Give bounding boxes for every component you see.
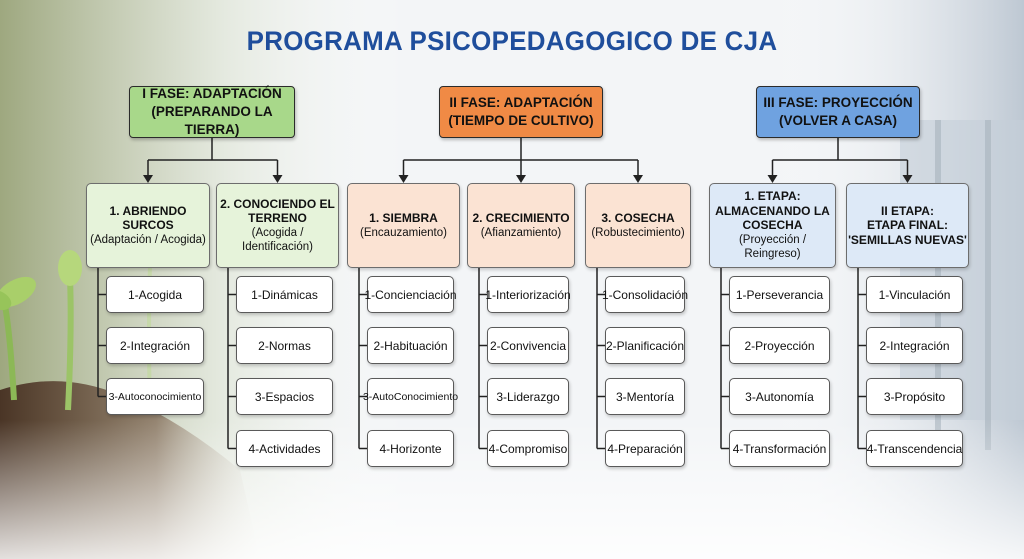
arrowhead-icon	[516, 175, 526, 183]
item-box: 2-Planificación	[605, 327, 685, 364]
item-box: 2-Integración	[106, 327, 204, 364]
stage-subtitle: (Acogida / Identificación)	[242, 226, 313, 254]
phase-subtitle: (PREPARANDO LA TIERRA)	[151, 104, 273, 137]
phase-title: I FASE: ADAPTACIÓN	[142, 86, 282, 101]
stage-name: 1. ETAPA:	[744, 189, 801, 204]
phase-box-3: III FASE: PROYECCIÓN (VOLVER A CASA)	[756, 86, 920, 138]
stage-name: II ETAPA:	[881, 203, 934, 218]
stage-name: 1. SIEMBRA	[369, 211, 438, 225]
item-box: 3-Propósito	[866, 378, 963, 415]
stage-name: 3. COSECHA	[601, 211, 675, 225]
item-box: 4-Transformación	[729, 430, 830, 467]
item-box: 3-Liderazgo	[487, 378, 569, 415]
item-box: 1-Vinculación	[866, 276, 963, 313]
arrowhead-icon	[767, 175, 778, 183]
item-box: 2-Proyección	[729, 327, 830, 364]
stage-name: 2. CONOCIENDO EL	[220, 196, 335, 211]
item-box: 4-Transcendencia	[866, 430, 963, 467]
stage-name: 2. CRECIMIENTO	[472, 211, 570, 225]
page-title: PROGRAMA PSICOPEDAGOGICO DE CJA	[246, 26, 778, 56]
item-box: 1-Interiorización	[485, 276, 571, 313]
item-box: 2-Convivencia	[487, 327, 569, 364]
phase-subtitle: (TIEMPO DE CULTIVO)	[448, 113, 594, 128]
item-box: 1-Perseverancia	[729, 276, 830, 313]
stage-subtitle: (Afianzamiento)	[480, 226, 562, 239]
stage-box: 2. CRECIMIENTO(Afianzamiento)	[467, 183, 575, 268]
stage-subtitle: (Adaptación / Acogida)	[90, 233, 206, 246]
arrowhead-icon	[398, 175, 409, 183]
stage-name: TERRENO	[248, 211, 307, 225]
stage-subtitle: (Robustecimiento)	[591, 226, 685, 239]
stage-box: 1. SIEMBRA(Encauzamiento)	[347, 183, 460, 268]
stage-box: 3. COSECHA(Robustecimiento)	[585, 183, 691, 268]
item-box: 3-Espacios	[236, 378, 333, 415]
item-box: 3-AutoConocimiento	[363, 378, 458, 415]
item-box: 3-Mentoría	[605, 378, 685, 415]
phase-title: III FASE: PROYECCIÓN	[763, 95, 913, 110]
item-box: 1-Concienciación	[364, 276, 457, 313]
phase-box-1: I FASE: ADAPTACIÓN (PREPARANDO LA TIERRA)	[129, 86, 295, 138]
arrowhead-icon	[902, 175, 913, 183]
stage-subtitle: (Encauzamiento)	[360, 226, 447, 239]
stage-name: ALMACENANDO LA	[715, 203, 830, 218]
item-box: 3-Autoconocimiento	[106, 378, 204, 415]
item-box: 3-Autonomía	[729, 378, 830, 415]
item-box: 4-Compromiso	[487, 430, 569, 467]
item-box: 4-Horizonte	[367, 430, 454, 467]
item-box: 1-Acogida	[106, 276, 204, 313]
phase-subtitle: (VOLVER A CASA)	[779, 113, 897, 128]
stage-name: 1. ABRIENDO SURCOS	[109, 203, 187, 233]
arrowhead-icon	[272, 175, 283, 183]
arrowhead-icon	[633, 175, 643, 183]
item-box: 4-Actividades	[236, 430, 333, 467]
stage-name: 'SEMILLAS NUEVAS'	[848, 232, 967, 247]
item-box: 1-Dinámicas	[236, 276, 333, 313]
stage-box: 1. ABRIENDO SURCOS(Adaptación / Acogida)	[86, 183, 210, 268]
item-box: 2-Integración	[866, 327, 963, 364]
stage-name: COSECHA	[742, 218, 803, 233]
phase-title: II FASE: ADAPTACIÓN	[449, 95, 593, 110]
arrowhead-icon	[143, 175, 153, 183]
item-box: 4-Preparación	[605, 430, 685, 467]
phase-box-2: II FASE: ADAPTACIÓN (TIEMPO DE CULTIVO)	[439, 86, 603, 138]
stage-name: ETAPA FINAL:	[866, 218, 949, 233]
item-box: 1-Consolidación	[602, 276, 688, 313]
item-box: 2-Normas	[236, 327, 333, 364]
stage-box: II ETAPA:ETAPA FINAL:'SEMILLAS NUEVAS'	[846, 183, 969, 268]
stage-subtitle: (Proyección / Reingreso)	[738, 233, 807, 261]
item-box: 2-Habituación	[367, 327, 454, 364]
